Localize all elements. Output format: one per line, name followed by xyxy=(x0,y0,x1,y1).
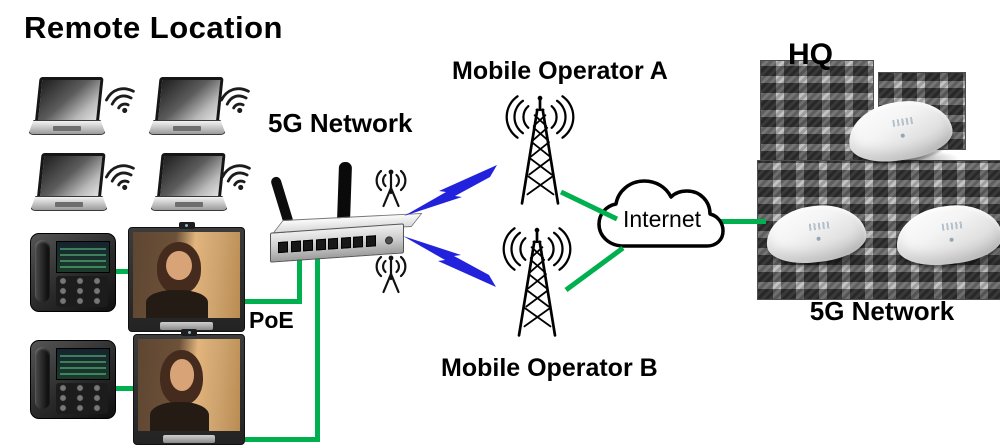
laptop-icon xyxy=(30,153,108,211)
camera-icon xyxy=(181,329,197,336)
laptop-base xyxy=(150,196,228,211)
ip-phone-icon xyxy=(30,233,116,312)
laptop-icon xyxy=(28,77,106,135)
cell-tower-icon xyxy=(486,90,594,216)
router-antenna xyxy=(336,161,353,225)
wifi-icon xyxy=(100,156,142,195)
lightning-bolt-icon xyxy=(404,165,497,216)
video-stand xyxy=(159,322,214,330)
video-stand xyxy=(163,435,215,443)
gateway-label: 5G Network xyxy=(268,108,413,138)
ethernet-link xyxy=(315,258,320,442)
laptop-base xyxy=(148,120,226,135)
laptop-screen xyxy=(34,77,104,127)
cellular-antenna-icon xyxy=(372,166,410,210)
laptop-base xyxy=(28,120,106,135)
wifi-icon xyxy=(216,156,258,195)
status-led xyxy=(900,133,906,139)
laptop-icon xyxy=(150,153,228,211)
ethernet-link xyxy=(245,299,301,304)
wifi-icon xyxy=(100,79,142,118)
phone-keypad xyxy=(56,276,108,307)
hq-caption: 5G Network xyxy=(809,296,955,326)
phone-handset xyxy=(35,240,50,302)
phone-handset xyxy=(35,347,50,409)
video-device-icon xyxy=(133,329,245,445)
ethernet-link xyxy=(245,437,319,442)
router-ports xyxy=(278,235,376,254)
video-screen xyxy=(138,339,240,431)
laptop-screen xyxy=(156,153,226,203)
wifi-icon xyxy=(215,79,257,118)
ip-phone-icon xyxy=(30,340,116,419)
phone-keypad xyxy=(56,383,108,414)
laptop-screen xyxy=(36,153,106,203)
page-title: Remote Location xyxy=(24,10,283,45)
status-led xyxy=(816,236,821,242)
ethernet-link xyxy=(113,269,130,274)
phone-screen xyxy=(56,241,110,273)
ethernet-link xyxy=(113,386,135,391)
internet-label: Internet xyxy=(623,206,701,232)
phone-screen xyxy=(56,348,110,380)
ethernet-link xyxy=(297,256,302,304)
laptop-screen xyxy=(154,77,224,127)
ethernet-link xyxy=(716,219,766,224)
cisco-logo xyxy=(941,221,964,232)
laptop-icon xyxy=(148,77,226,135)
laptop-base xyxy=(30,196,108,211)
video-screen xyxy=(133,232,240,318)
camera-icon xyxy=(178,222,195,229)
cellular-antenna-icon xyxy=(372,252,410,296)
cell-tower-icon xyxy=(483,224,591,346)
operator-a-label: Mobile Operator A xyxy=(452,57,668,85)
cisco-logo xyxy=(892,117,915,128)
hq-label: HQ xyxy=(788,38,833,71)
video-device-icon xyxy=(128,222,245,332)
poe-label: PoE xyxy=(249,307,294,333)
status-led xyxy=(949,237,954,243)
operator-b-label: Mobile Operator B xyxy=(441,354,658,382)
cisco-logo xyxy=(808,220,832,231)
